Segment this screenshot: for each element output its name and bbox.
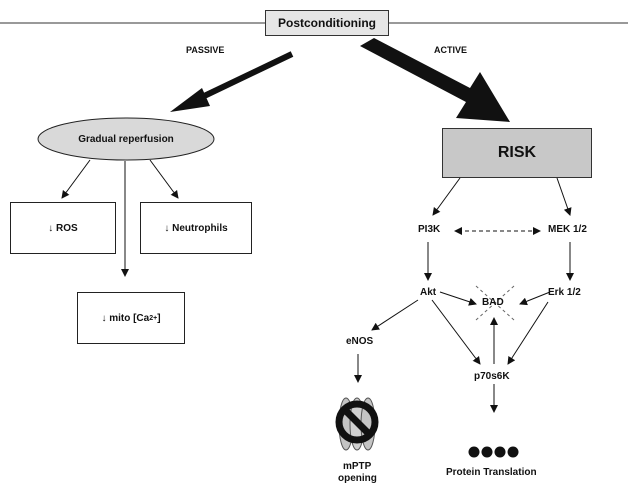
reperfusion-ellipse: [37, 117, 215, 161]
arrow-to-neutrophils: [149, 159, 179, 199]
neutrophils-box: ↓ Neutrophils: [140, 202, 252, 254]
akt-node: Akt: [420, 287, 437, 298]
no-entry-icon: [335, 397, 379, 451]
calcium-charge: 2+: [149, 314, 158, 322]
arrow-risk-mek: [556, 177, 572, 216]
bad-node: BAD: [482, 297, 504, 308]
ros-box: ↓ ROS: [10, 202, 116, 254]
protein-translation-label: Protein Translation: [446, 467, 537, 478]
enos-node: eNOS: [346, 336, 374, 347]
arrow-to-ros: [61, 159, 91, 199]
arrow-erk-bad: [519, 291, 551, 306]
mek-node: MEK 1/2: [548, 224, 587, 235]
postconditioning-title: Postconditioning: [265, 10, 389, 36]
down-arrow-icon: ↓: [164, 222, 170, 234]
active-arrow: [360, 38, 510, 122]
passive-label: PASSIVE: [186, 45, 225, 55]
passive-arrow-head: [170, 88, 210, 112]
arrow-akt-p70: [431, 299, 481, 365]
passive-arrow-shaft: [198, 51, 294, 101]
arrow-akt-enos: [371, 299, 419, 331]
mito-label: mito [Ca: [109, 312, 150, 324]
arrow-erk-p70: [507, 301, 549, 365]
mptp-label-line2: opening: [338, 473, 377, 484]
down-arrow-icon: ↓: [101, 312, 107, 324]
risk-box: RISK: [442, 128, 592, 178]
neutrophils-label: Neutrophils: [172, 222, 228, 234]
mito-close-bracket: ]: [157, 312, 161, 324]
ros-label: ROS: [56, 222, 78, 234]
arrow-akt-bad: [439, 291, 477, 306]
mptp-label-line1: mPTP: [343, 461, 372, 472]
protein-chain-icon: [468, 446, 519, 458]
dashed-crosstalk-left-head: [454, 227, 462, 235]
bad-cross-2: [475, 285, 515, 321]
pi3k-node: PI3K: [418, 224, 441, 235]
arrow-risk-pi3k: [432, 177, 461, 216]
down-arrow-icon: ↓: [48, 222, 54, 234]
active-label: ACTIVE: [434, 45, 468, 55]
p70s6k-node: p70s6K: [474, 371, 510, 382]
erk-node: Erk 1/2: [548, 287, 581, 298]
reperfusion-label: Gradual reperfusion: [78, 133, 174, 145]
